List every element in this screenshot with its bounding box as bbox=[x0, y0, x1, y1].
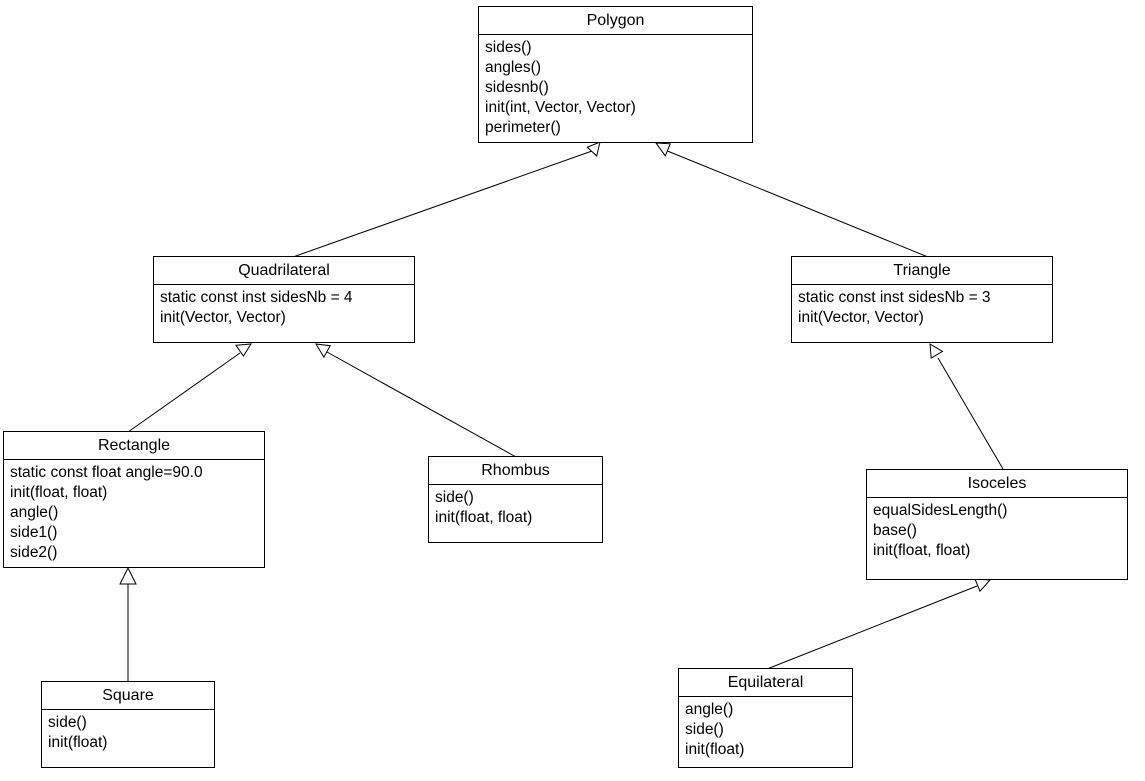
class-name: Quadrilateral bbox=[154, 257, 414, 285]
class-rhombus[interactable]: Rhombus side() init(float, float) bbox=[428, 456, 603, 543]
class-member: angle() bbox=[685, 701, 734, 718]
edge-equilateral-isoceles bbox=[766, 578, 992, 670]
class-isoceles[interactable]: Isoceles equalSidesLength() base() init(… bbox=[866, 469, 1128, 580]
class-member: angle() bbox=[10, 504, 59, 521]
class-members: static const inst sidesNb = 3 init(Vecto… bbox=[792, 285, 1052, 328]
class-member: init(int, Vector, Vector) bbox=[485, 99, 636, 116]
class-members: angle() side() init(float) bbox=[679, 697, 852, 760]
class-member: init(float, float) bbox=[10, 484, 108, 501]
class-member: side2() bbox=[10, 544, 58, 561]
class-member: perimeter() bbox=[485, 119, 561, 136]
class-members: sides() angles() sidesnb() init(int, Vec… bbox=[479, 35, 752, 138]
class-member: side() bbox=[685, 721, 724, 738]
class-member: side() bbox=[48, 714, 87, 731]
class-member: init(Vector, Vector) bbox=[160, 309, 286, 326]
class-member: sidesnb() bbox=[485, 79, 549, 96]
class-members: equalSidesLength() base() init(float, fl… bbox=[867, 498, 1127, 561]
generalization-arrowhead bbox=[974, 578, 992, 593]
generalization-arrowhead bbox=[654, 142, 672, 157]
class-name: Equilateral bbox=[679, 669, 852, 697]
generalization-arrowhead bbox=[929, 343, 944, 359]
class-name: Isoceles bbox=[867, 470, 1127, 498]
class-members: side() init(float, float) bbox=[429, 485, 602, 528]
edge-rhombus-quadrilateral bbox=[315, 343, 517, 458]
class-name: Rectangle bbox=[4, 432, 264, 460]
class-member: sides() bbox=[485, 39, 532, 56]
class-member: static const inst sidesNb = 4 bbox=[160, 289, 353, 306]
generalization-arrowhead bbox=[315, 343, 331, 359]
edge-quadrilateral-polygon bbox=[292, 141, 601, 258]
class-members: static const float angle=90.0 init(float… bbox=[4, 460, 264, 563]
class-triangle[interactable]: Triangle static const inst sidesNb = 3 i… bbox=[791, 256, 1053, 343]
class-square[interactable]: Square side() init(float) bbox=[41, 681, 215, 768]
class-name: Rhombus bbox=[429, 457, 602, 485]
class-polygon[interactable]: Polygon sides() angles() sidesnb() init(… bbox=[478, 6, 753, 143]
class-member: base() bbox=[873, 522, 917, 539]
class-member: init(float, float) bbox=[435, 509, 533, 526]
class-member: init(float, float) bbox=[873, 542, 971, 559]
edge-square-rectangle bbox=[119, 566, 137, 682]
generalization-arrowhead bbox=[119, 566, 137, 585]
class-member: side1() bbox=[10, 524, 58, 541]
class-equilateral[interactable]: Equilateral angle() side() init(float) bbox=[678, 668, 853, 768]
class-member: side() bbox=[435, 489, 474, 506]
class-members: side() init(float) bbox=[42, 710, 214, 753]
class-members: static const inst sidesNb = 4 init(Vecto… bbox=[154, 285, 414, 328]
generalization-arrowhead bbox=[234, 343, 252, 357]
class-rectangle[interactable]: Rectangle static const float angle=90.0 … bbox=[3, 431, 265, 568]
edge-isoceles-triangle bbox=[929, 343, 1004, 470]
class-member: static const float angle=90.0 bbox=[10, 464, 203, 481]
edge-triangle-polygon bbox=[654, 142, 929, 258]
class-member: init(float) bbox=[48, 734, 108, 751]
class-quadrilateral[interactable]: Quadrilateral static const inst sidesNb … bbox=[153, 256, 415, 343]
class-member: static const inst sidesNb = 3 bbox=[798, 289, 991, 306]
class-member: init(float) bbox=[685, 741, 745, 758]
class-member: angles() bbox=[485, 59, 541, 76]
class-member: equalSidesLength() bbox=[873, 502, 1008, 519]
class-member: init(Vector, Vector) bbox=[798, 309, 924, 326]
class-name: Triangle bbox=[792, 257, 1052, 285]
edge-rectangle-quadrilateral bbox=[127, 343, 252, 433]
class-name: Square bbox=[42, 682, 214, 710]
class-name: Polygon bbox=[479, 7, 752, 35]
generalization-arrowhead bbox=[586, 141, 601, 157]
